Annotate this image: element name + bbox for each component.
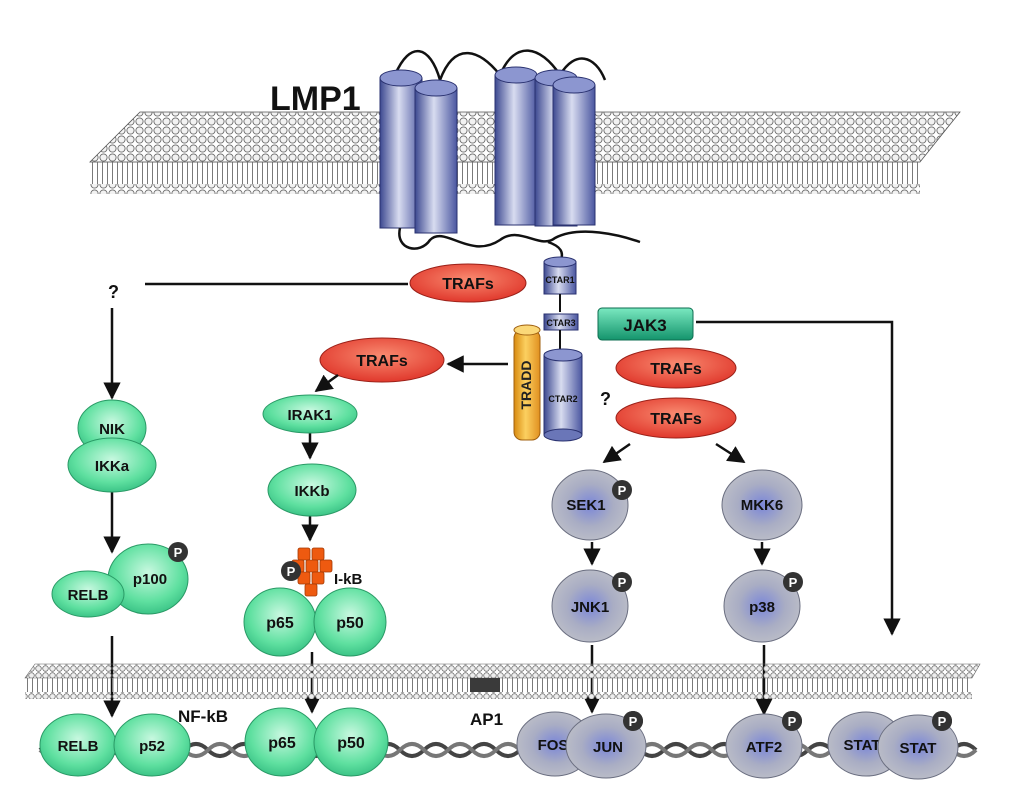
- ctar2-label: CTAR2: [548, 394, 577, 404]
- nuclear-p65-label: p65: [268, 735, 296, 752]
- phospho-label: P: [618, 575, 627, 590]
- lmp1-title: LMP1: [270, 80, 361, 118]
- arrow-traf-to-irak1: [314, 373, 339, 393]
- irak1-protein: IRAK1: [262, 394, 358, 434]
- traf-right-lower: TRAFs: [615, 397, 737, 439]
- nuclear-stat-left-label: STAT: [844, 737, 881, 754]
- nuclear-atf2: ATF2: [725, 713, 803, 779]
- nuclear-p50: p50: [313, 707, 389, 777]
- ikb-label: I-kB: [334, 571, 363, 588]
- ikka-label: IKKa: [95, 458, 130, 475]
- mkk6-label: MKK6: [741, 497, 784, 514]
- nuclear-pore: [470, 678, 500, 692]
- nuclear-membrane: [24, 663, 981, 699]
- arrow-jak3-to-stat: [696, 320, 901, 636]
- lmp1-receptor: LMP1: [270, 49, 641, 250]
- relb-protein: RELB: [51, 570, 125, 618]
- phospho-tag-p38: P: [783, 572, 803, 592]
- phospho-label: P: [174, 545, 183, 560]
- ikb-complex: I-kB: [291, 547, 363, 597]
- nuclear-stat-right: STAT: [877, 714, 959, 780]
- phospho-tag-jnk1: P: [612, 572, 632, 592]
- jak3-protein: JAK3: [597, 307, 694, 341]
- nuclear-jun-label: JUN: [593, 739, 623, 756]
- nuclear-atf2-label: ATF2: [746, 739, 782, 756]
- ctar1-segment: CTAR1: [543, 256, 577, 295]
- phospho-label: P: [789, 575, 798, 590]
- phospho-label: P: [287, 564, 296, 579]
- nuclear-p65: p65: [244, 707, 320, 777]
- sek1-label: SEK1: [566, 497, 605, 514]
- signaling-arrows: [103, 282, 901, 718]
- question-mark-left: ?: [108, 282, 119, 302]
- tradd-protein: TRADD: [513, 324, 541, 441]
- ctar2-segment: CTAR2: [543, 348, 583, 442]
- nfkb-label: NF-kB: [178, 707, 228, 726]
- sek1-protein: SEK1: [551, 469, 629, 541]
- relb-label: RELB: [68, 587, 109, 604]
- irak1-label: IRAK1: [287, 407, 332, 424]
- ap1-label: AP1: [470, 710, 503, 729]
- nik-label: NIK: [99, 421, 125, 438]
- ikkb-label: IKKb: [295, 483, 330, 500]
- nuclear-fos-label: FOS: [538, 737, 569, 754]
- traf-top: TRAFs: [409, 263, 527, 303]
- phospho-label: P: [938, 714, 947, 729]
- mkk6-protein: MKK6: [721, 469, 803, 541]
- arrow-traf-to-mkk6: [715, 442, 746, 464]
- nuclear-relb: RELB: [39, 713, 117, 777]
- traf-right-upper: TRAFs: [615, 347, 737, 389]
- phospho-tag-ikb: P: [281, 561, 301, 581]
- phospho-label: P: [788, 714, 797, 729]
- ctar3-label: CTAR3: [546, 318, 575, 328]
- nuclear-stat-right-label: STAT: [900, 740, 937, 757]
- tradd-label: TRADD: [518, 361, 534, 410]
- ikka-protein: IKKa: [67, 437, 157, 493]
- nuclear-p52: p52: [113, 713, 191, 777]
- nuclear-p50-label: p50: [337, 735, 365, 752]
- traf-right-lower-label: TRAFs: [650, 411, 702, 428]
- p50-protein: p50: [313, 587, 387, 657]
- traf-top-label: TRAFs: [442, 276, 494, 293]
- traf-right-upper-label: TRAFs: [650, 361, 702, 378]
- transmembrane-helices: [379, 66, 596, 234]
- p100-label: p100: [133, 571, 167, 588]
- ikkb-protein: IKKb: [267, 463, 357, 517]
- dna-strand: [38, 742, 978, 758]
- ctar1-label: CTAR1: [545, 275, 574, 285]
- jnk1-protein: JNK1: [551, 569, 629, 643]
- p65-label: p65: [266, 615, 294, 632]
- nuclear-jun: JUN: [565, 713, 647, 779]
- traf-left: TRAFs: [319, 337, 445, 383]
- p65-protein: p65: [243, 587, 317, 657]
- nuclear-relb-label: RELB: [58, 738, 99, 755]
- p38-protein: p38: [723, 569, 801, 643]
- phospho-tag-sek1: P: [612, 480, 632, 500]
- phospho-label: P: [629, 714, 638, 729]
- question-mark-right: ?: [600, 389, 611, 409]
- lmp1-c-terminus: CTAR1 CTAR3 CTAR2: [543, 240, 583, 442]
- ctar3-segment: CTAR3: [543, 313, 579, 331]
- phospho-tags-nuclear: P P P: [623, 711, 952, 731]
- phospho-label: P: [618, 483, 627, 498]
- nuclear-p52-label: p52: [139, 738, 165, 755]
- arrow-traf-to-sek1: [602, 442, 631, 464]
- phospho-tag-p100: P: [168, 542, 188, 562]
- p38-label: p38: [749, 599, 775, 616]
- p50-label: p50: [336, 615, 364, 632]
- traf-left-label: TRAFs: [356, 353, 408, 370]
- jnk1-label: JNK1: [571, 599, 609, 616]
- jak3-label: JAK3: [623, 316, 666, 335]
